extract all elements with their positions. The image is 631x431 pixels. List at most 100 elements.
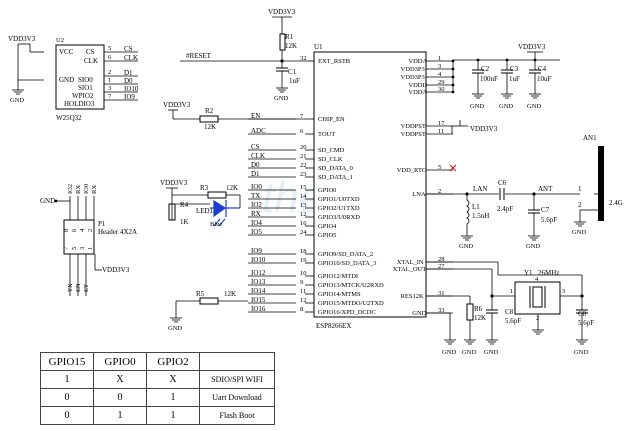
cap-ref: C3 (510, 65, 519, 73)
reset-net: #RESET (186, 52, 212, 60)
net-label: IO0 (83, 184, 90, 194)
pin-number: 23 (300, 171, 307, 178)
pin-number: 2 (87, 229, 94, 232)
net-label: IO5 (251, 228, 262, 236)
cell: X (146, 370, 200, 389)
p1-body (63, 219, 95, 255)
u2-clk: CLK (84, 57, 98, 65)
u2-pin-3: 3 (108, 85, 111, 92)
net-label: IO9 (251, 247, 262, 255)
l1-ref: L1 (472, 203, 480, 211)
pin-name: GPIO9/SD_DATA_2 (318, 251, 373, 258)
r4-ref: R4 (180, 201, 189, 209)
pin-number: 7 (300, 113, 304, 120)
cap-val: 1uF (509, 75, 520, 83)
u2-vdd-label: VDD3V3 (8, 35, 36, 43)
net-label: ADC (251, 127, 266, 135)
en-pullup: VDD3V3 R2 12K (163, 101, 305, 131)
pin-number: 24 (300, 229, 307, 236)
r2-val: 12K (204, 123, 216, 131)
ant-net: ANT (538, 185, 553, 193)
u2-wpio2: WPIO2 (72, 92, 94, 100)
pin-name: VDDPST (401, 131, 426, 138)
c5-ref: C6 (498, 179, 507, 187)
pin-number: 5 (438, 164, 441, 171)
led-color: Blue (210, 221, 222, 228)
vddpst-vdd-label: VDD3V3 (470, 125, 498, 133)
c1-gnd-label: GND (274, 95, 288, 102)
net-label: D0 (251, 161, 260, 169)
pin-number: 20 (300, 144, 307, 151)
pin-number: 29 (438, 79, 445, 86)
r6-val: 12K (474, 314, 486, 322)
r1-val: 12K (285, 42, 297, 50)
antenna-ref: AN1 (583, 134, 597, 142)
reset-circuit: VDD3V3 R1 12K #RESET C1 1uF GND (180, 8, 305, 102)
pin-name: GPIO15/MTDO/U2TXD (318, 300, 384, 307)
pin-number: 10 (300, 270, 307, 277)
cell: 1 (93, 406, 147, 425)
p1-top-pin: RX (75, 185, 82, 220)
u2-gnd-label: GND (10, 97, 24, 104)
cell: 0 (40, 406, 94, 425)
net-label: IO15 (251, 296, 266, 304)
r3-val: 12K (226, 184, 238, 192)
pin-name: GND (412, 310, 426, 317)
cell: Flash Boot (199, 406, 275, 425)
c6-gnd-label: GND (526, 243, 540, 250)
led-ref: LED1 (196, 207, 214, 215)
p1-gnd-label: GND (40, 197, 55, 205)
u1-part: ESP8266EX (316, 322, 351, 330)
u2-net-d0: D0 (124, 77, 133, 85)
u2-sio1: SIO1 (78, 84, 93, 92)
pin-name: TOUT (318, 131, 335, 138)
gnd-label: GND (527, 103, 541, 110)
pin-name: SD_CLK (318, 156, 343, 163)
p1-top-pin: IO2 (67, 184, 74, 220)
cell: SDIO/SPI WIFI (199, 370, 275, 389)
c8-ref: C8 (578, 310, 587, 318)
r2-ref: R2 (205, 107, 214, 115)
u2-holdio3: HOLDIO3 (64, 100, 95, 108)
pin-name: GPIO12/MTDI (318, 273, 358, 280)
net-label: IO2 (67, 184, 74, 194)
u2-pin-5: 2 (108, 69, 111, 76)
u2-vcc: VCC (59, 48, 74, 56)
pin-name: GPIO0 (318, 187, 336, 194)
gnd-label: GND (499, 103, 513, 110)
r3-body (207, 191, 227, 199)
pin-number: 32 (300, 55, 307, 62)
pin-number: 8 (300, 306, 303, 313)
net-label: IO4 (251, 219, 262, 227)
p1-bottom-pin: EN (75, 254, 82, 296)
pin-name: GPIO2/U1TXD (318, 205, 360, 212)
pin-name: GPIO14/MTMS (318, 291, 361, 298)
net-label: IO2 (251, 201, 262, 209)
ant-pin2: 2 (578, 201, 582, 209)
pin-name: VDDD (408, 82, 427, 89)
decoupling-cap: C3 1uF GND (499, 58, 520, 110)
net-label: EN (251, 112, 260, 120)
crystal-circuit: Y1 26MHz 1 3 4 2 C8 5.6pF C8 5.6pF GND G… (426, 261, 594, 356)
pin-number: 21 (300, 153, 307, 160)
ant-gnd-label: GND (572, 229, 586, 236)
u1-gnd-label: GND (442, 349, 456, 356)
pin-number: 18 (300, 248, 307, 255)
net-label: RX (251, 210, 261, 218)
boot-mode-table: GPIO15 GPIO0 GPIO2 1 X X SDIO/SPI WIFI 0… (40, 352, 275, 425)
pin-name: SD_DATA_0 (318, 165, 353, 172)
u2-pin-1: 5 (108, 45, 111, 52)
p1-part: Header 4X2A (98, 228, 137, 236)
